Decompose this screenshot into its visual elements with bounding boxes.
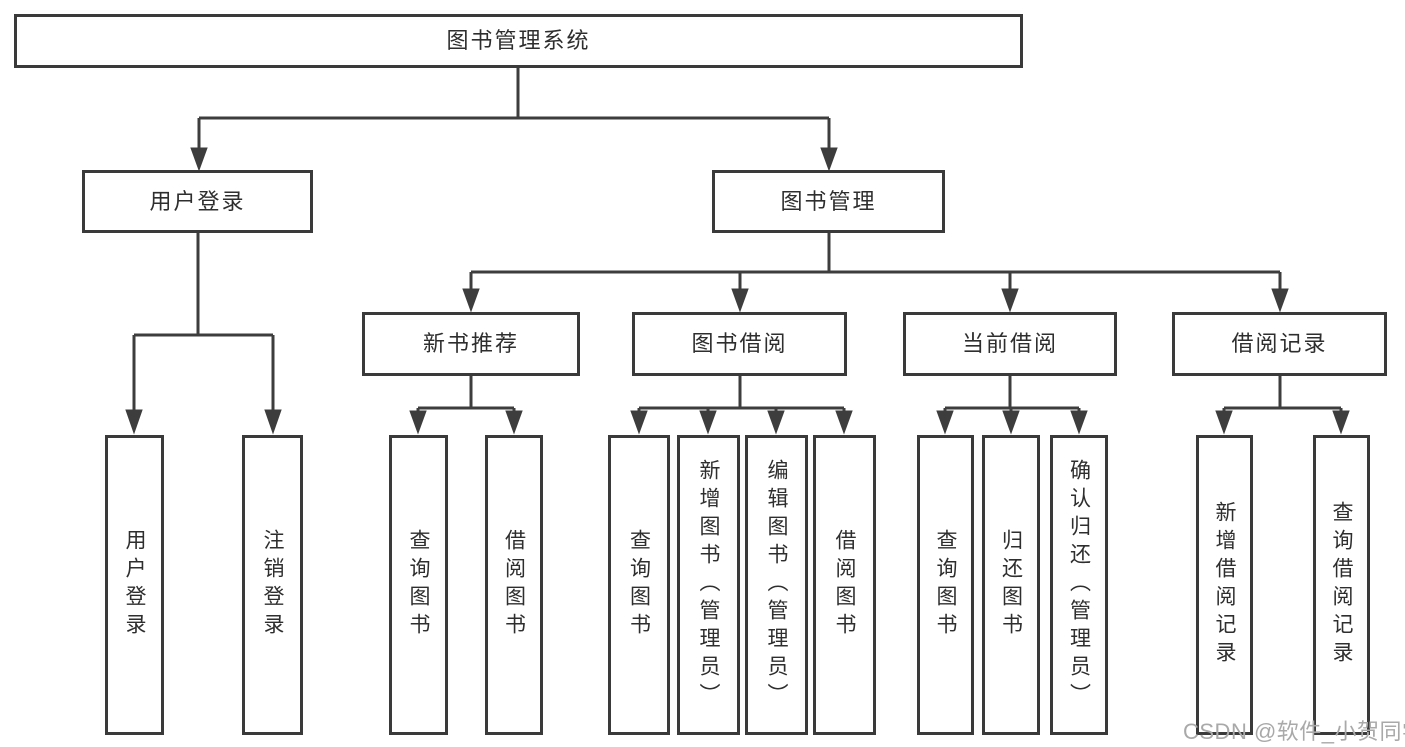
node-label: 图书管理系统 [446,28,591,53]
node-label: 查询图书 [934,529,957,641]
node-label: 图书管理 [780,188,877,214]
node-new-book-recommend: 新书推荐 [362,312,580,376]
leaf-add-book-admin: 新增图书（管理员） [677,435,740,735]
leaf-logout: 注销登录 [242,435,303,735]
node-label: 借阅记录 [1231,331,1328,356]
connector-borrow-records-children [1215,376,1350,435]
leaf-confirm-return-admin: 确认归还（管理员） [1050,435,1108,735]
connector-book-borrow-children [630,376,853,435]
node-label: 借阅图书 [833,529,856,641]
node-label: 归还图书 [999,529,1023,641]
node-label: 编辑图书（管理员） [765,459,788,711]
node-label: 查询图书 [627,529,651,641]
leaf-query-books-borrow: 查询图书 [608,435,670,735]
connector-book-management-children [462,233,1289,313]
leaf-add-borrow-record: 新增借阅记录 [1196,435,1253,735]
leaf-borrow-books-recommend: 借阅图书 [485,435,543,735]
node-label: 确认归还（管理员） [1067,459,1091,711]
node-label: 图书借阅 [691,331,788,356]
connector-root-to-level2 [190,68,838,172]
node-label: 注销登录 [261,529,284,641]
node-label: 当前借阅 [961,331,1058,356]
node-label: 用户登录 [149,188,246,214]
node-label: 新增借阅记录 [1213,501,1236,669]
connector-current-borrow-children [936,376,1088,435]
node-label: 新书推荐 [422,331,519,356]
node-root: 图书管理系统 [14,14,1023,68]
leaf-borrow-books: 借阅图书 [813,435,876,735]
node-current-borrow: 当前借阅 [903,312,1117,376]
leaf-query-books-recommend: 查询图书 [389,435,448,735]
node-label: 用户登录 [123,529,146,641]
leaf-edit-book-admin: 编辑图书（管理员） [745,435,808,735]
node-label: 新增图书（管理员） [697,459,720,711]
node-user-login: 用户登录 [82,170,313,233]
leaf-query-books-current: 查询图书 [917,435,974,735]
leaf-return-book: 归还图书 [982,435,1040,735]
node-label: 查询图书 [407,529,430,641]
connector-user-login-children [125,233,282,435]
watermark: CSDN @软件_小贺同学 [1183,719,1405,744]
node-label: 查询借阅记录 [1330,501,1353,669]
connector-new-book-recommend-children [409,376,523,435]
leaf-user-login: 用户登录 [105,435,164,735]
node-book-management: 图书管理 [712,170,945,233]
node-book-borrow: 图书借阅 [632,312,847,376]
node-borrow-records: 借阅记录 [1172,312,1387,376]
leaf-query-borrow-record: 查询借阅记录 [1313,435,1370,735]
node-label: 借阅图书 [502,529,526,641]
